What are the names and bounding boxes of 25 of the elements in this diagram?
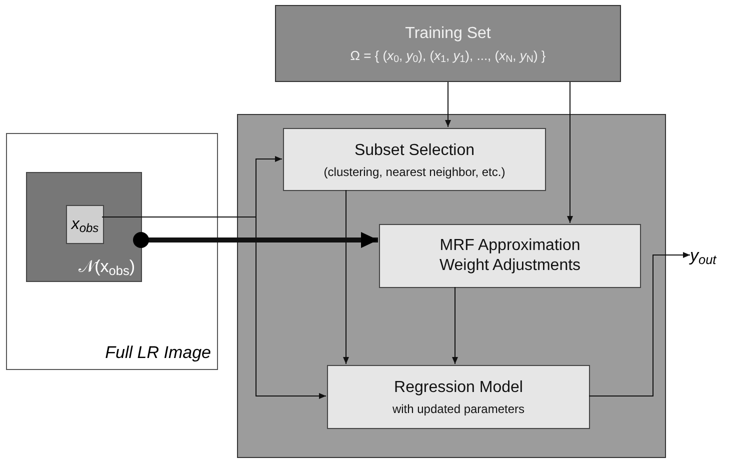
image-frame (6, 133, 218, 370)
pixel-label: x$_{obs}$ (71, 214, 99, 236)
box-title: Training Set (405, 24, 491, 44)
patch-label: 𝒩(x$_{obs}$) (78, 256, 135, 279)
box-subtitle: (clustering, nearest neighbor, etc.) (324, 164, 506, 180)
process-box (327, 365, 590, 429)
process-box (283, 128, 546, 191)
box-title: Regression Model (394, 378, 523, 398)
image-caption: Full LR Image (105, 342, 211, 364)
box-subtitle: with updated parameters (392, 401, 525, 418)
process-box (379, 224, 641, 288)
set-formula: Ω = { (x$_{0}$, y$_{0}$), (x$_{1}$, y$_{1}$), ..., (x$_{N}$, y$_{N}$) } (350, 46, 546, 66)
box-title: Subset Selection (354, 140, 475, 160)
arrow (588, 252, 690, 396)
arrow (452, 286, 458, 364)
pixel-box (66, 205, 104, 244)
thick-arrow (133, 232, 378, 248)
process-box (275, 5, 621, 82)
output-text: y$_{out}$ (690, 245, 716, 269)
arrow (567, 82, 573, 224)
arrow (343, 190, 349, 364)
arrow (445, 82, 451, 128)
neighborhood-patch (26, 172, 142, 282)
box-title: MRF Approximation Weight Adjustments (438, 236, 582, 276)
panel-box (237, 114, 666, 458)
